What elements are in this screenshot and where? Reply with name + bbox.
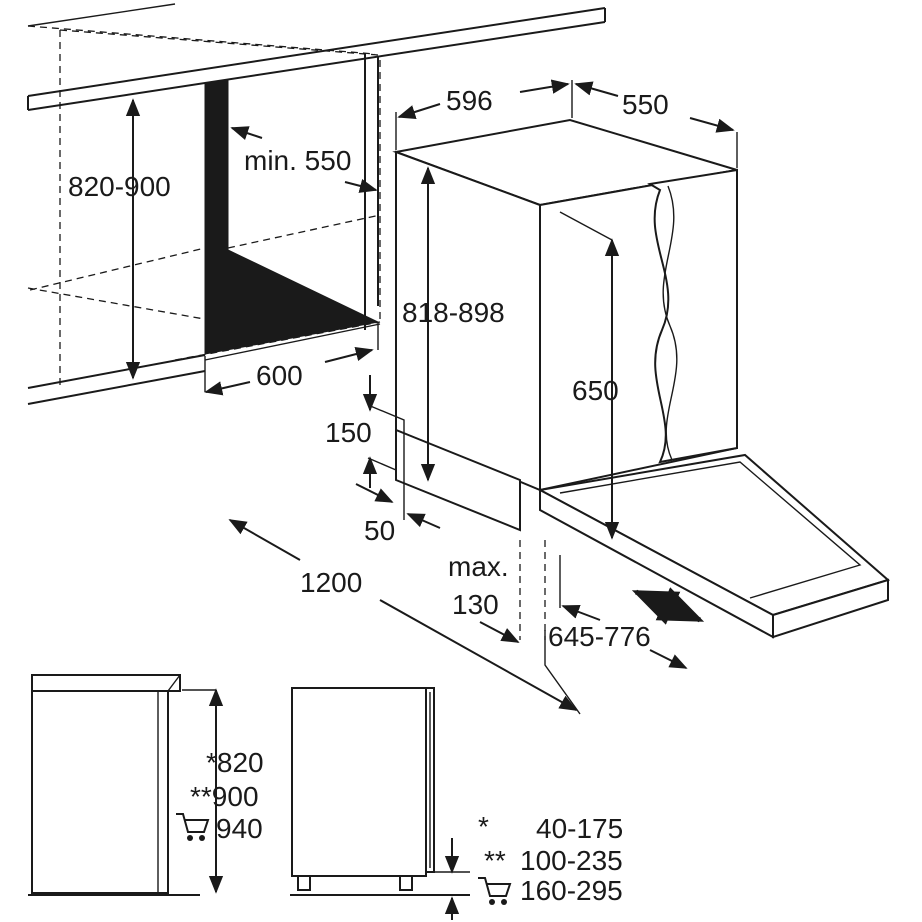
floor-length-label: 1200 [300, 567, 362, 598]
plinth-range-value-3: 160-295 [520, 875, 623, 906]
niche-width-dimension [204, 322, 379, 396]
min-depth-label: min. 550 [244, 145, 351, 176]
cabinet-floor-lines [27, 54, 381, 405]
plinth-range-mark-2: ** [484, 845, 506, 876]
appliance-height-label: 818-898 [402, 297, 505, 328]
door-swing-dimension [559, 555, 705, 669]
plinth-range-value-2: 100-235 [520, 845, 623, 876]
door-height-dimension [559, 211, 620, 540]
plinth-height-dimension [362, 375, 405, 520]
max-gap-dimension [479, 540, 546, 643]
worktop [27, 3, 606, 111]
plinth-range-dimension [434, 838, 470, 920]
plinth-height-label: 150 [325, 417, 372, 448]
door-swing-label: 645-776 [548, 621, 651, 652]
appliance-width-dimension [395, 79, 573, 150]
door-panel [647, 168, 738, 464]
side-height-label-3: 940 [216, 813, 263, 844]
side-height-label-2: **900 [190, 781, 259, 812]
min-depth-arrow-left [230, 126, 263, 140]
niche-side-panel [204, 79, 380, 355]
side-view-appliance-left [28, 674, 200, 896]
shopping-cart-icon [176, 813, 210, 841]
cabinet-height-label: 820-900 [68, 171, 171, 202]
plinth-depth-label: 50 [364, 515, 395, 546]
floor-length-dimension [228, 519, 581, 715]
side-view-appliance-right [290, 687, 470, 896]
max-label: max. [448, 551, 509, 582]
open-door [536, 453, 891, 639]
max-value-label: 130 [452, 589, 499, 620]
side-height-label-1: *820 [206, 747, 264, 778]
appliance-depth-dimension [574, 81, 738, 168]
door-height-label: 650 [572, 375, 619, 406]
plinth-depth-dimension [355, 483, 441, 529]
side-height-dimension [182, 688, 224, 894]
plinth-range-mark-1: * [478, 811, 489, 842]
min-depth-arrow-right [344, 178, 378, 193]
plinth-range-value-1: 40-175 [536, 813, 623, 844]
appliance-depth-label: 550 [622, 89, 669, 120]
shopping-cart-icon-2 [478, 877, 512, 905]
niche-width-label: 600 [256, 360, 303, 391]
appliance-width-label: 596 [446, 85, 493, 116]
